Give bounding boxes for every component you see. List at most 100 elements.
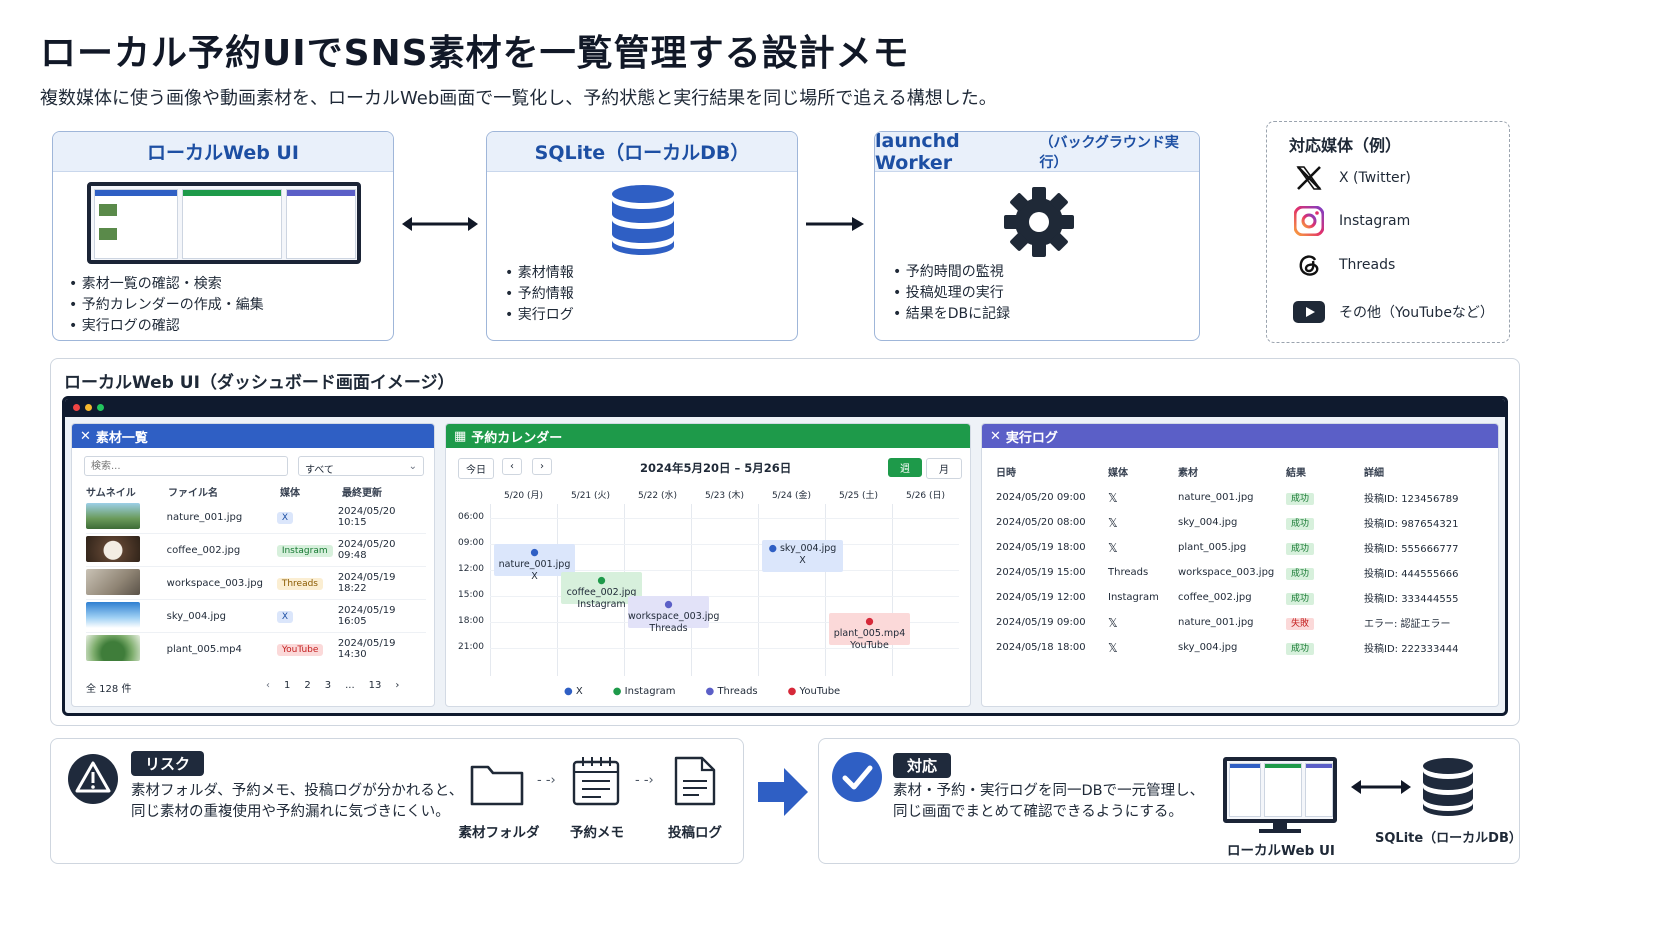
prev-page-icon[interactable]: ‹ [266,680,270,691]
day-header: 5/20 (月) [503,491,544,501]
col-header: サムネイル [86,488,136,499]
week-view-tab[interactable]: 週 [888,458,922,477]
log-file: coffee_002.jpg [1178,592,1252,603]
dashboard-section [50,358,1520,726]
solution-text: 同じ画面でまとめて確認できるようにする。 [893,804,1183,820]
folder-icon [470,765,524,806]
result-badge: 成功 [1286,643,1315,655]
col-header: 最終更新 [342,488,382,499]
mini-dashboard-icon [87,182,361,264]
grid-line [490,518,959,519]
search-input[interactable] [84,456,288,476]
risk-item-label: 素材フォルダ [458,825,540,841]
thumbnail-image [86,634,140,661]
sqlite-box-title: SQLite（ローカルDB） [487,132,797,172]
log-detail: 投稿ID: 123456789 [1364,494,1459,505]
day-header: 5/25 (土) [838,491,879,501]
filter-value: すべて [305,465,334,476]
calendar-grid: 5/20 (月)5/21 (火)5/22 (水)5/23 (木)5/24 (金)… [446,482,970,678]
event-media: YouTube [850,640,889,652]
media-tag: X [276,610,293,623]
check-icon [832,752,882,802]
x-logo-icon: 𝕏 [1108,515,1118,530]
event-file: coffee_002.jpg [566,586,637,598]
risk-text: 素材フォルダ、予約メモ、投稿ログが分かれると、 [131,783,464,799]
row-divider [86,533,426,534]
worker-bullet: 結果をDBに記録 [893,304,1010,325]
event-dot-icon: ● [768,542,780,554]
x-logo-icon: 𝕏 [1108,540,1118,555]
materials-title: 素材一覧 [95,430,148,446]
web-ui-box: ローカルWeb UI 素材一覧の確認・検索 予約カレンダーの作成・編集 実行ログ… [52,131,394,341]
log-file: nature_001.jpg [1178,617,1254,628]
log-media: Instagram [1108,592,1159,603]
page-link[interactable]: 13 [368,680,382,691]
log-detail: 投稿ID: 987654321 [1364,519,1459,530]
time-label: 12:00 [458,564,484,574]
month-view-tab[interactable]: 月 [926,458,962,479]
page-link[interactable]: 3 [324,680,332,691]
event-file: workspace_003.jpg [628,611,720,622]
time-label: 21:00 [458,642,484,652]
page-link[interactable]: 2 [304,680,311,691]
result-badge: 成功 [1286,493,1315,505]
warning-icon [68,754,118,804]
sqlite-bullet: 予約情報 [505,284,574,305]
close-dot-icon[interactable] [73,404,80,411]
filter-select[interactable]: すべて⌄ [298,456,424,476]
log-col-header: 詳細 [1364,468,1384,479]
next-page-icon[interactable]: › [395,680,400,691]
window-titlebar [65,399,1505,417]
log-detail: エラー: 認証エラー [1364,619,1451,630]
grid-line [557,504,558,676]
memo-calendar-icon [572,757,620,806]
time-label: 18:00 [458,616,484,626]
time-label: 09:00 [458,538,484,548]
media-item: X (Twitter) [1339,170,1411,186]
time-label: 15:00 [458,590,484,600]
next-week-button[interactable]: › [532,458,552,475]
log-file: sky_004.jpg [1178,642,1238,653]
today-button[interactable]: 今日 [458,458,494,479]
day-header: 5/21 (火) [570,491,611,501]
prev-week-button[interactable]: ‹ [502,458,522,475]
minimize-dot-icon[interactable] [85,404,92,411]
total-count: 全 128 件 [86,684,132,695]
sqlite-bullet: 実行ログ [505,305,574,326]
worker-bullet: 投稿処理の実行 [893,283,1010,304]
event-dot-icon: ● [597,574,606,586]
page-link[interactable]: 1 [284,680,291,691]
row-divider [86,566,426,567]
updated-at: 2024/05/19 14:30 [337,638,396,660]
materials-icon: ✕ [80,428,91,444]
instagram-icon [1293,205,1325,237]
legend-dot-icon: ● [705,686,718,697]
grid-line [892,504,893,676]
file-name: sky_004.jpg [166,610,226,622]
sqlite-box: SQLite（ローカルDB） 素材情報 予約情報 実行ログ [486,131,798,341]
solution-label: 対応 [893,753,952,778]
day-header: 5/22 (水) [637,491,678,501]
media-tag: Instagram [276,544,333,557]
media-tag: Threads [276,577,323,590]
file-name: plant_005.mp4 [166,643,242,655]
maximize-dot-icon[interactable] [97,404,104,411]
page-title: ローカル予約UIでSNS素材を一覧管理する設計メモ [40,33,910,74]
updated-at: 2024/05/20 10:15 [337,506,396,528]
